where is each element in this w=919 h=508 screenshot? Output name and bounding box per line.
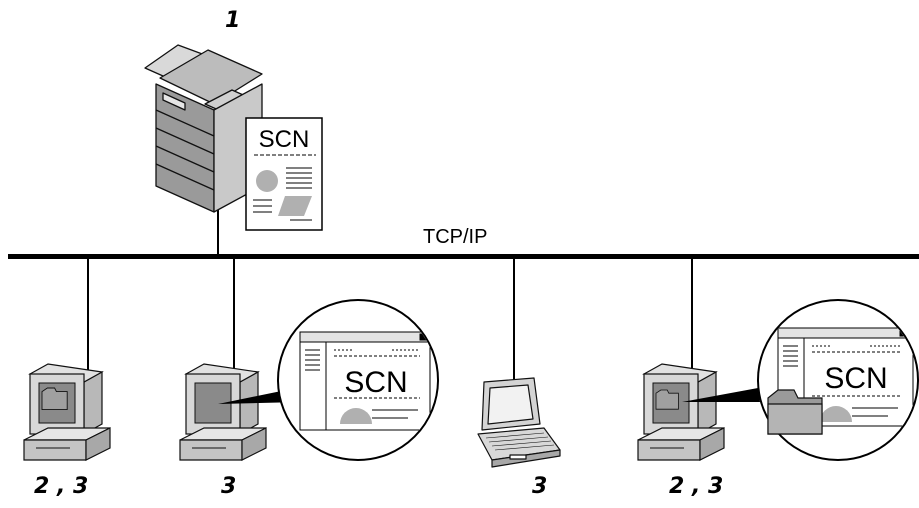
magnified-screen: SCN (757, 299, 919, 461)
magnified-screen: SCN (277, 299, 439, 461)
computer-icon (637, 363, 725, 461)
computer-icon (23, 363, 111, 461)
screen-scan-text: SCN (824, 362, 887, 395)
screen-scan-text: SCN (344, 366, 407, 399)
folder-icon (767, 389, 823, 435)
network-bus (8, 254, 919, 259)
document-scan-text: SCN (259, 126, 310, 153)
laptop-icon (477, 377, 561, 468)
printer-icon (144, 44, 263, 213)
printer-label: 1 (225, 8, 241, 33)
node-label: 2 , 3 (34, 474, 89, 499)
node-label: 2 , 3 (669, 474, 724, 499)
network-drops (87, 208, 693, 382)
computer-icon (179, 363, 267, 461)
node-label: 3 (532, 474, 548, 499)
node-label: 3 (221, 474, 237, 499)
network-label: TCP/IP (423, 226, 488, 248)
zoom-pointer (682, 388, 760, 402)
scan-document (245, 117, 323, 231)
